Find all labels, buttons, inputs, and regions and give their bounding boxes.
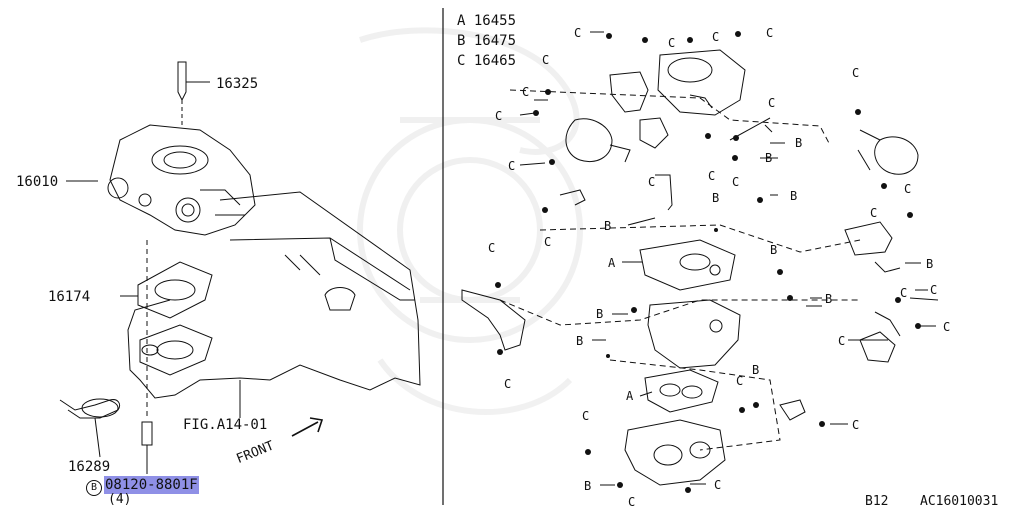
callout-b[interactable]: B: [770, 243, 778, 257]
quantity-label: (4): [108, 492, 132, 507]
callout-c[interactable]: C: [504, 377, 512, 391]
legend-key-a: A: [457, 13, 466, 29]
callout-b[interactable]: B: [795, 136, 803, 150]
callout-c[interactable]: C: [714, 478, 722, 492]
callout-c[interactable]: C: [930, 283, 938, 297]
legend-key-c: C: [457, 53, 466, 69]
legend-part-c[interactable]: 16465: [473, 53, 517, 69]
legend-row-a: A 16455: [457, 13, 516, 29]
part-label-16325[interactable]: 16325: [216, 76, 259, 92]
callout-b[interactable]: B: [926, 257, 934, 271]
legend-row-b: B 16475: [457, 33, 516, 49]
part-label-16010[interactable]: 16010: [16, 174, 59, 190]
callout-b[interactable]: B: [576, 334, 584, 348]
watermark-emblem: [357, 27, 583, 416]
callout-c[interactable]: C: [852, 66, 860, 80]
callout-c[interactable]: C: [542, 53, 550, 67]
callout-b[interactable]: B: [765, 151, 773, 165]
callout-c[interactable]: C: [708, 169, 716, 183]
callout-b[interactable]: B: [752, 363, 760, 377]
part-label-16289[interactable]: 16289: [68, 459, 111, 475]
callout-c[interactable]: C: [943, 320, 951, 334]
callout-c[interactable]: C: [495, 109, 503, 123]
callout-c[interactable]: C: [628, 495, 636, 509]
callout-c[interactable]: C: [904, 182, 912, 196]
callout-c[interactable]: C: [668, 36, 676, 50]
legend-part-a[interactable]: 16455: [473, 13, 517, 29]
callout-c[interactable]: C: [900, 286, 908, 300]
callout-b[interactable]: B: [604, 219, 612, 233]
callout-b[interactable]: B: [825, 292, 833, 306]
footer-code-right: AC16010031: [920, 494, 999, 509]
footer-code-left: B12: [865, 494, 889, 509]
callout-b[interactable]: B: [790, 189, 798, 203]
callout-c[interactable]: C: [544, 235, 552, 249]
legend-key-b: B: [457, 33, 466, 49]
callout-c[interactable]: C: [852, 418, 860, 432]
part-label-16174[interactable]: 16174: [48, 289, 91, 305]
legend-part-b[interactable]: 16475: [473, 33, 517, 49]
callout-c[interactable]: C: [768, 96, 776, 110]
callout-c[interactable]: C: [736, 374, 744, 388]
callout-b[interactable]: B: [584, 479, 592, 493]
legend-row-c: C 16465: [457, 53, 516, 69]
callout-c[interactable]: C: [582, 409, 590, 423]
callout-c[interactable]: C: [732, 175, 740, 189]
callout-c[interactable]: C: [712, 30, 720, 44]
highlighted-part-number[interactable]: 08120-8801F: [104, 476, 199, 494]
callout-c[interactable]: C: [508, 159, 516, 173]
callout-a[interactable]: A: [626, 389, 634, 403]
callout-c[interactable]: C: [648, 175, 656, 189]
callout-c[interactable]: C: [488, 241, 496, 255]
callout-c[interactable]: C: [766, 26, 774, 40]
callout-c[interactable]: C: [574, 26, 582, 40]
legend: A 16455 B 16475 C 16465: [457, 13, 516, 69]
callout-c[interactable]: C: [522, 85, 530, 99]
callout-c[interactable]: C: [838, 334, 846, 348]
circled-letter-b: B: [86, 480, 102, 496]
figure-reference[interactable]: FIG.A14-01: [183, 417, 268, 433]
callout-b[interactable]: B: [712, 191, 720, 205]
callout-b[interactable]: B: [596, 307, 604, 321]
callout-c[interactable]: C: [870, 206, 878, 220]
callout-a[interactable]: A: [608, 256, 616, 270]
